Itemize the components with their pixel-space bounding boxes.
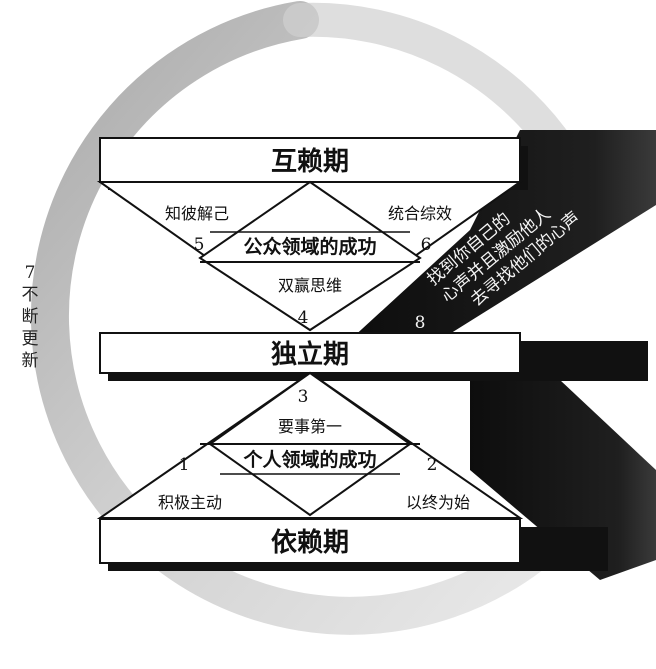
habit-5-number: 5 [194,235,205,255]
habit-1-number: 1 [179,455,190,475]
habit-2-label: 以终为始 [406,493,470,512]
habit-4-number: 4 [298,308,309,328]
habit-6-label: 统合综效 [388,204,452,223]
dependence-box [99,518,521,564]
habit-7-char-1: 不 [22,285,39,305]
habit-7-number: 7 [25,263,36,283]
habit-1-label: 积极主动 [158,493,222,512]
interdependence-box [99,137,521,183]
voice-band [350,130,656,340]
habit-7-char-4: 新 [22,351,39,371]
lower-dark-band [470,380,656,580]
private-victory-label: 个人领域的成功 [242,448,376,471]
dependence-label: 依赖期 [271,528,349,558]
renewal-arc [30,1,579,635]
habit-3-label: 要事第一 [278,417,342,436]
interdependence-label: 互赖期 [271,147,349,177]
habit-8-number: 8 [415,313,426,333]
habit-4-label: 双赢思维 [278,276,342,295]
habit-6-number: 6 [421,235,432,255]
independence-label: 独立期 [271,339,349,370]
habit-7-char-3: 更 [22,329,39,349]
habit-3-number: 3 [298,387,309,407]
habit-5-label: 知彼解己 [165,204,229,223]
habit-2-number: 2 [427,455,438,475]
renewal-arc-top [283,2,577,167]
habit-7-char-2: 断 [22,307,39,327]
public-victory-label: 公众领域的成功 [243,235,376,258]
